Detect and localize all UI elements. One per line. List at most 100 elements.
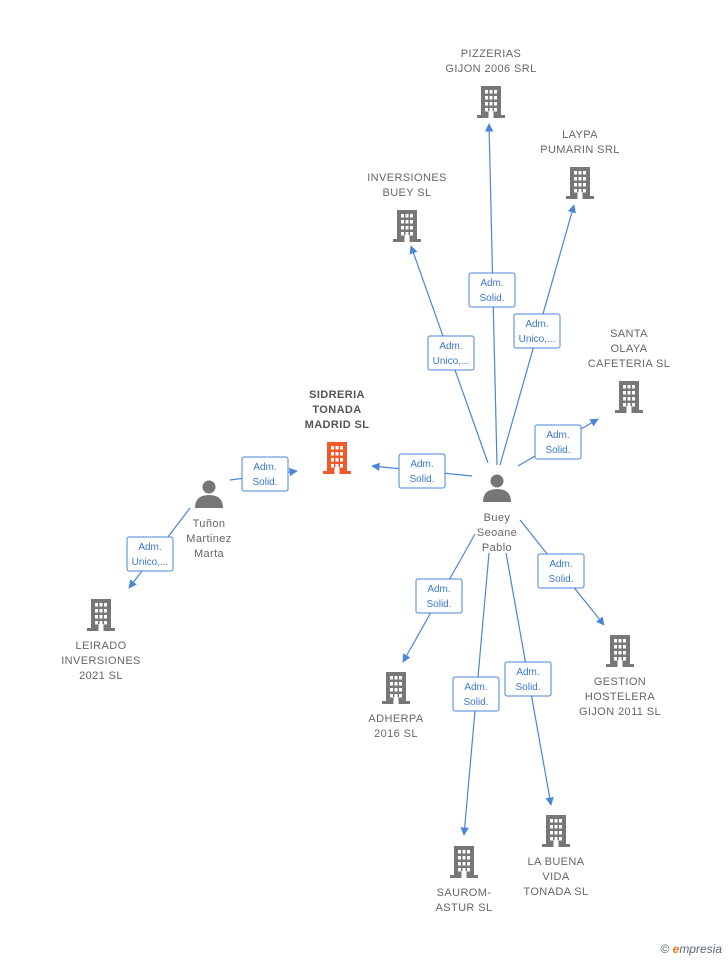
copyright-symbol: © <box>660 942 670 956</box>
node-label-line: Buey <box>484 512 511 524</box>
relation-label-box[interactable]: Adm.Unico,... <box>427 335 475 371</box>
relation-label-text: Unico,... <box>519 334 556 345</box>
relation-label-text: Solid. <box>426 599 451 610</box>
node-label-line: TONADA <box>312 404 361 416</box>
node-label-line: INVERSIONES <box>367 172 447 184</box>
relation-label-border <box>398 453 446 489</box>
node-label-line: PUMARIN SRL <box>540 144 620 156</box>
node-label-line: ASTUR SL <box>436 902 493 914</box>
node-label-line: Tuñon <box>193 518 226 530</box>
edge-buey-to-inversiones-buey: Adm.Unico,... <box>409 245 489 464</box>
edge-buey-to-gestion: Adm.Solid. <box>519 519 605 626</box>
edges-layer: Adm. Solid. Adm. Unico,... Adm. Unico,... Adm.… <box>126 123 605 836</box>
brand-initial: e <box>672 942 680 956</box>
relation-label-box[interactable]: Adm. Unico,... <box>126 536 174 572</box>
edge-buey-to-laypa: Adm. Unico,... <box>499 204 576 466</box>
relation-label-border <box>241 456 289 492</box>
relation-label-text: Solid. <box>409 474 434 485</box>
edge-buey-to-sidreria: Adm. Solid. <box>371 453 473 489</box>
node-label-line: BUEY SL <box>382 187 431 199</box>
relation-label-box[interactable]: Adm. Solid. <box>534 424 582 460</box>
relation-label-text: Solid. <box>548 574 573 585</box>
node-label-line: SIDRERIA <box>309 389 365 401</box>
node-label-line: MADRID SL <box>305 419 370 431</box>
relation-label-border <box>468 272 516 308</box>
node-label-line: 2021 SL <box>79 670 123 682</box>
node-label-line: GIJON 2011 SL <box>579 706 661 718</box>
building-icon <box>615 381 643 413</box>
relation-label-text: Adm. <box>546 430 569 441</box>
node-label-line: Pablo <box>482 542 512 554</box>
edge-tunon-to-sidreria: Adm. Solid. <box>229 456 298 492</box>
node-label-line: PIZZERIAS <box>461 48 521 60</box>
relation-label-box[interactable]: Adm. Unico,... <box>513 313 561 349</box>
building-icon <box>477 86 505 118</box>
building-icon <box>606 635 634 667</box>
relation-label-text: Solid. <box>463 697 488 708</box>
edge-buey-to-santa-olaya: Adm. Solid. <box>517 418 599 467</box>
relation-label-text: Solid. <box>252 477 277 488</box>
person-icon <box>195 480 223 508</box>
relation-label-border <box>513 313 561 349</box>
relation-label-text: Adm. <box>253 462 276 473</box>
relation-label-text: Solid. <box>545 445 570 456</box>
node-label-line: ADHERPA <box>368 713 423 725</box>
node-label-line: CAFETERIA SL <box>588 358 670 370</box>
edge-buey-to-pizzerias: Adm.Solid. <box>468 123 516 466</box>
relation-label-box[interactable]: Adm.Solid. <box>537 553 585 589</box>
relation-label-box[interactable]: Adm. Solid. <box>398 453 446 489</box>
node-label-line: LA BUENA <box>527 856 584 868</box>
edge-buey-to-buena-vida: Adm. Solid. <box>504 552 554 806</box>
relation-label-border <box>452 676 500 712</box>
relation-label-box[interactable]: Adm. Solid. <box>241 456 289 492</box>
relation-label-border <box>415 578 463 614</box>
relation-label-text: Adm. <box>480 278 503 289</box>
relation-label-text: Adm. <box>427 584 450 595</box>
relation-label-text: Adm. <box>525 319 548 330</box>
relation-label-border <box>427 335 475 371</box>
relation-label-text: Adm. <box>464 682 487 693</box>
node-inversiones-buey[interactable]: INVERSIONES BUEY SL <box>367 172 447 242</box>
relation-label-border <box>537 553 585 589</box>
node-label-line: Martinez <box>186 533 231 545</box>
relation-label-text: Adm. <box>439 341 462 352</box>
building-icon <box>393 210 421 242</box>
node-adherpa[interactable]: ADHERPA 2016 SL <box>368 672 423 740</box>
node-label-line: OLAYA <box>610 343 647 355</box>
brand-name: mpresia <box>679 942 722 956</box>
relation-label-box[interactable]: Adm. Solid. <box>415 578 463 614</box>
node-label-line: INVERSIONES <box>61 655 141 667</box>
relation-label-box[interactable]: Adm. Solid. <box>452 676 500 712</box>
node-label-line: Seoane <box>477 527 517 539</box>
relation-label-box[interactable]: Adm.Solid. <box>468 272 516 308</box>
relation-label-text: Adm. <box>516 667 539 678</box>
node-label-line: Marta <box>194 548 225 560</box>
node-label-line: GESTION <box>594 676 646 688</box>
relation-label-text: Unico,... <box>132 557 169 568</box>
node-label-line: HOSTELERA <box>585 691 655 703</box>
relation-label-text: Adm. <box>410 459 433 470</box>
edge-buey-to-adherpa: Adm. Solid. <box>402 533 476 663</box>
building-icon <box>542 815 570 847</box>
relation-label-border <box>126 536 174 572</box>
node-sidreria[interactable]: SIDRERIA TONADA MADRID SL <box>305 389 370 474</box>
node-label-line: 2016 SL <box>374 728 418 740</box>
building-icon <box>87 599 115 631</box>
relation-label-box[interactable]: Adm. Solid. <box>504 661 552 697</box>
relation-label-text: Adm. <box>138 542 161 553</box>
node-gestion[interactable]: GESTION HOSTELERA GIJON 2011 SL <box>579 635 661 718</box>
building-icon <box>566 167 594 199</box>
edge-tunon-to-leirado: Adm. Unico,... <box>126 507 191 589</box>
node-saurom[interactable]: SAUROM-ASTUR SL <box>436 846 493 914</box>
relation-label-text: Solid. <box>515 682 540 693</box>
edge-buey-to-saurom: Adm. Solid. <box>452 552 500 836</box>
